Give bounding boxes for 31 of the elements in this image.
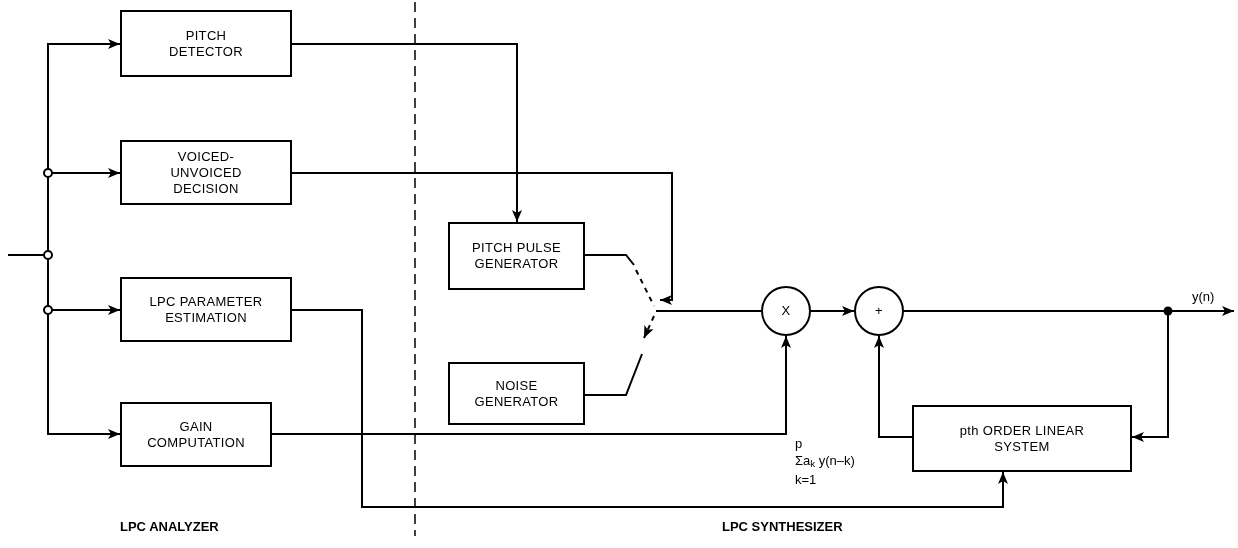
node-text: LPC PARAMETER ESTIMATION — [148, 293, 264, 326]
connector-line — [291, 172, 673, 305]
process-box — [912, 405, 1132, 472]
section-label: LPC ANALYZER — [120, 520, 219, 533]
connector-line — [659, 310, 762, 312]
connector-line — [291, 309, 1008, 508]
node-text: pth ORDER LINEAR SYSTEM — [958, 422, 1086, 455]
process-box — [120, 277, 292, 342]
process-box — [120, 10, 292, 77]
node-text: VOICED- UNVOICED DECISION — [169, 148, 243, 197]
process-box — [120, 140, 292, 205]
process-box — [448, 362, 585, 425]
node-text: GAIN COMPUTATION — [146, 418, 246, 451]
process-box — [120, 402, 272, 467]
formula-text: p — [795, 437, 803, 450]
node-text: NOISE GENERATOR — [473, 377, 560, 410]
process-box — [448, 222, 585, 290]
node-text: + — [875, 303, 883, 319]
section-label: LPC SYNTHESIZER — [722, 520, 843, 533]
node-text: X — [781, 303, 791, 319]
connector-line — [584, 394, 621, 396]
node-text: PITCH PULSE GENERATOR — [471, 240, 562, 272]
connector-line — [810, 306, 855, 316]
formula-text: k=1 — [795, 473, 817, 486]
connector-line — [291, 43, 522, 223]
connector-line — [874, 335, 913, 438]
connector-line — [584, 254, 621, 256]
connector-line — [271, 335, 791, 435]
node-text: PITCH DETECTOR — [168, 27, 244, 60]
edge-label: y(n) — [1190, 290, 1217, 303]
formula-text: Σa$_{k}$ y(n–k) — [795, 454, 855, 467]
